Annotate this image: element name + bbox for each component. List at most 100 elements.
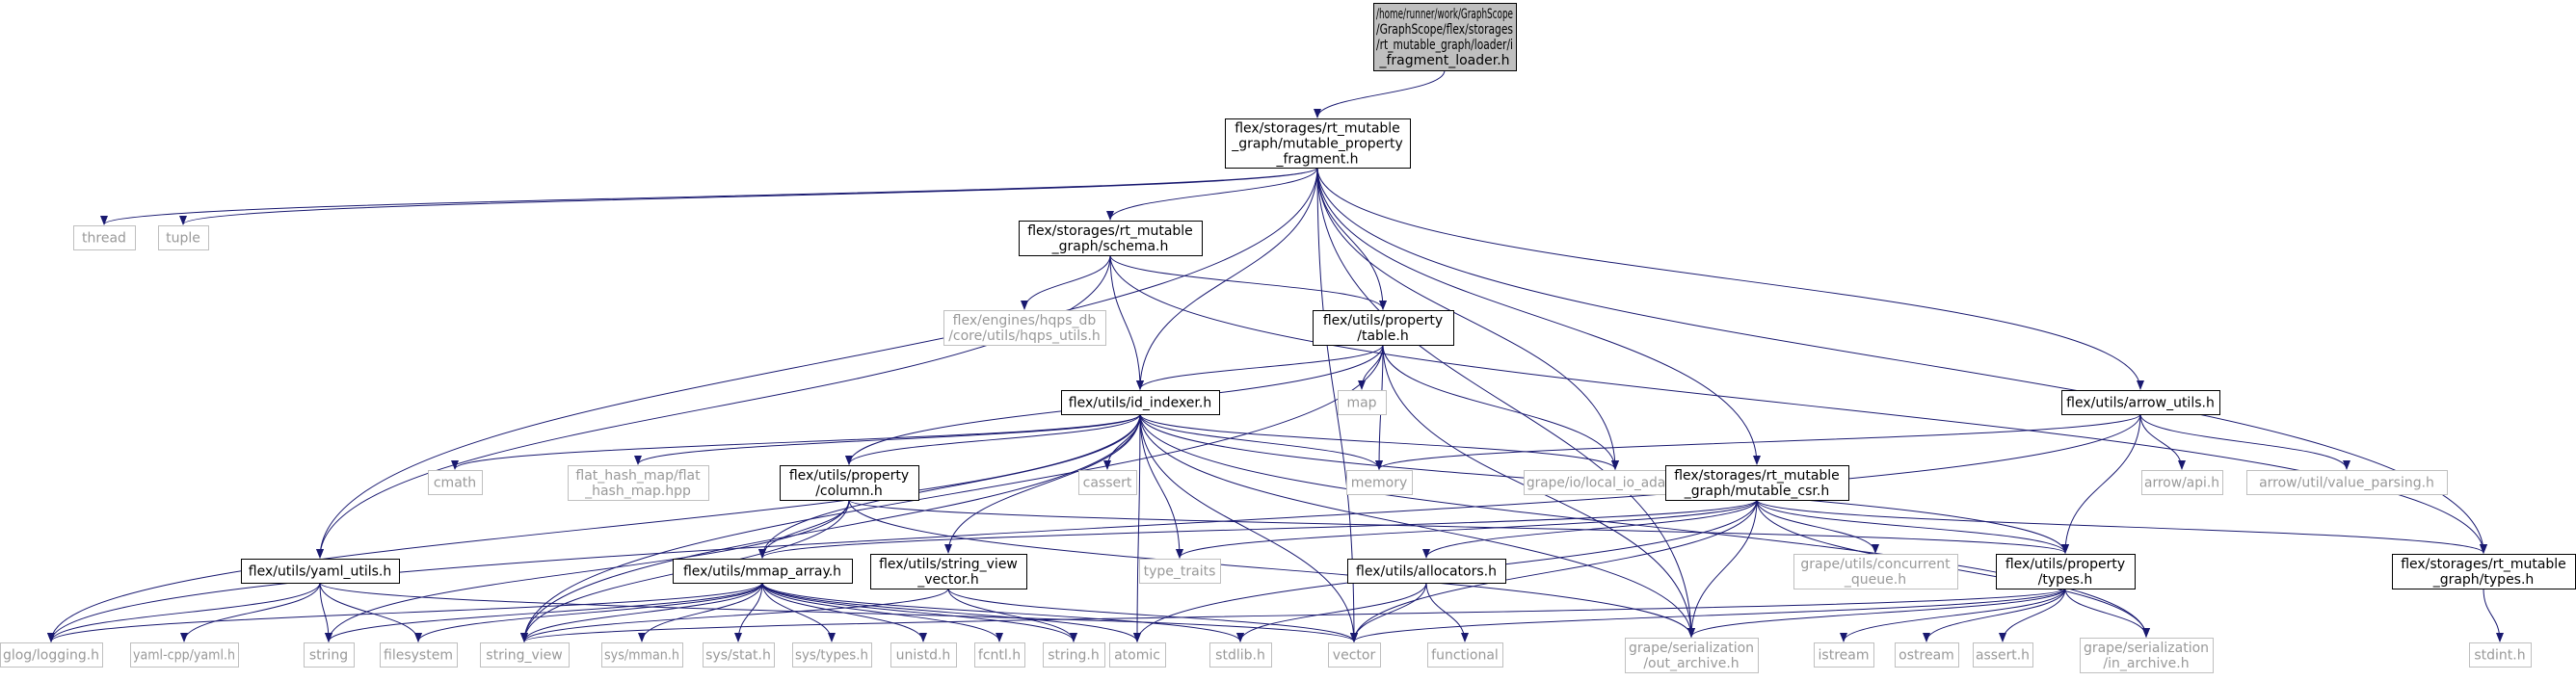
node-label-line: flex/utils/property — [1323, 313, 1443, 328]
node-label-line: cassert — [1083, 476, 1132, 491]
edge-line — [634, 413, 1141, 465]
node-box — [1625, 638, 1759, 673]
edge-line — [1840, 588, 2066, 642]
edge-idx-to-stringview — [520, 413, 1141, 642]
edge-csr-to-typetraits — [1176, 499, 1758, 559]
edge-ptypes-to-ostream — [1923, 588, 2066, 642]
edge-mmap-to-atomic — [761, 582, 1141, 642]
node-box — [1973, 642, 2033, 668]
node-arrowu[interactable]: flex/utils/arrow_utils.h — [2061, 390, 2220, 415]
node-label-line: map — [1346, 396, 1376, 411]
edge-idx-to-typetraits — [1139, 413, 1183, 559]
node-mmap[interactable]: flex/utils/mmap_array.h — [673, 559, 853, 584]
node-glog: glog/logging.h — [0, 642, 103, 668]
edge-line — [1136, 344, 1384, 390]
edge-line — [2139, 413, 2350, 470]
edge-idx-to-atomic — [1133, 413, 1142, 642]
node-label-line: stdint.h — [2474, 648, 2525, 664]
node-yaml[interactable]: flex/utils/yaml_utils.h — [241, 559, 400, 584]
node-label-line: _graph/types.h — [2432, 572, 2535, 588]
edge-mpf-to-arrowu — [1316, 167, 2144, 390]
node-box — [568, 465, 709, 501]
edge-line — [316, 167, 1318, 559]
edge-line — [316, 254, 1111, 559]
node-box — [673, 559, 853, 584]
node-box — [2061, 390, 2220, 415]
edge-line — [1136, 167, 1318, 390]
node-box — [2080, 638, 2214, 673]
node-box — [428, 470, 483, 495]
node-table[interactable]: flex/utils/property/table.h — [1313, 310, 1454, 346]
node-csr[interactable]: flex/storages/rt_mutable_graph/mutable_c… — [1665, 465, 1849, 501]
node-string: string — [304, 642, 355, 668]
node-box — [943, 310, 1106, 346]
node-label-line: _queue.h — [1844, 572, 1906, 588]
edge-line — [520, 413, 1141, 642]
edge-yaml-to-vector — [319, 582, 1358, 642]
node-box — [1347, 559, 1506, 584]
node-box — [1338, 390, 1387, 415]
node-column[interactable]: flex/utils/property/column.h — [780, 465, 919, 501]
edge-table-to-idx — [1136, 344, 1384, 390]
edge-line — [1316, 167, 1619, 470]
edge-line — [1375, 413, 2141, 470]
edge-yaml-to-filesystem — [319, 582, 422, 642]
edge-line — [1316, 167, 1358, 642]
node-ptypes[interactable]: flex/utils/property/types.h — [1996, 554, 2136, 589]
node-gtypes[interactable]: flex/storages/rt_mutable_graph/types.h — [2392, 554, 2576, 589]
edge-schema-to-idx — [1109, 254, 1144, 390]
node-label-line: arrow/util/value_parsing.h — [2259, 476, 2434, 491]
edge-line — [47, 413, 1141, 642]
edge-alloc-to-vector — [1350, 582, 1427, 642]
edge-line — [1103, 413, 1141, 470]
edge-line — [848, 499, 1695, 638]
node-box — [380, 642, 458, 668]
node-label-line: type_traits — [1144, 564, 1216, 580]
edge-line — [2064, 588, 2150, 638]
node-label-line: /column.h — [815, 484, 883, 499]
node-stdlib: stdlib.h — [1209, 642, 1272, 668]
node-schema[interactable]: flex/storages/rt_mutable_graph/schema.h — [1019, 221, 1203, 256]
edge-line — [1350, 582, 1427, 642]
node-idx[interactable]: flex/utils/id_indexer.h — [1061, 390, 1220, 415]
edge-line — [520, 588, 2066, 642]
edge-line — [1109, 254, 1144, 390]
node-label-line: flex/storages/rt_mutable — [1235, 121, 1400, 137]
edge-table-to-stringview — [520, 344, 1384, 642]
edge-line — [520, 588, 949, 642]
edge-line — [1021, 254, 1111, 310]
node-istream: istream — [1814, 642, 1874, 668]
edge-line — [2483, 588, 2504, 642]
node-label-line: sys/types.h — [795, 648, 868, 664]
node-box — [1078, 470, 1137, 495]
edge-mmap-to-stringh — [761, 582, 1077, 642]
node-label-line: istream — [1819, 648, 1870, 664]
edge-line — [325, 582, 763, 642]
edge-line — [761, 582, 1077, 642]
node-functional: functional — [1427, 642, 1503, 668]
node-stringh: string.h — [1043, 642, 1105, 668]
edge-arrowu-to-arrowapi — [2139, 413, 2186, 470]
node-label-line: /in_archive.h — [2103, 656, 2189, 671]
node-mpf[interactable]: flex/storages/rt_mutable_graph/mutable_p… — [1225, 118, 1411, 169]
node-alloc[interactable]: flex/utils/allocators.h — [1347, 559, 1506, 584]
node-label-line: /core/utils/hqps_utils.h — [948, 328, 1101, 344]
edge-line — [520, 582, 763, 642]
edge-idx-to-vector — [1139, 413, 1358, 642]
node-svv[interactable]: flex/utils/string_view_vector.h — [870, 554, 1027, 589]
node-label-line: _graph/mutable_csr.h — [1684, 484, 1829, 499]
edge-mmap-to-filesystem — [414, 582, 763, 642]
node-label-line: /table.h — [1357, 328, 1409, 344]
edge-csr-to-mmap — [758, 499, 1758, 559]
edge-line — [845, 413, 1141, 465]
node-arrowapi: arrow/api.h — [2141, 470, 2223, 495]
edge-line — [1687, 588, 2066, 638]
node-root[interactable]: /home/runner/work/GraphScope/GraphScope/… — [1373, 3, 1517, 71]
node-unistd: unistd.h — [890, 642, 957, 668]
node-box — [1061, 390, 1220, 415]
edge-line — [761, 582, 1141, 642]
node-box — [1895, 642, 1959, 668]
edge-idx-to-inarch — [1139, 413, 2150, 638]
edge-line — [944, 413, 1141, 554]
edge-line — [761, 582, 1244, 642]
